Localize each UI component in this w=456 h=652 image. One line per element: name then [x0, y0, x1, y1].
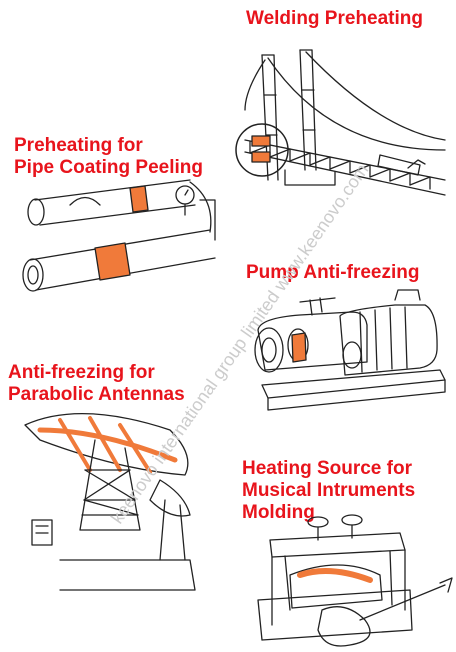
label-line: Musical Intruments — [242, 480, 416, 501]
label-line: Welding Preheating — [246, 8, 424, 29]
label-line: Preheating for — [14, 135, 143, 156]
label-line: Anti-freezing for — [8, 362, 155, 383]
label-line: Pipe Coating Peeling — [14, 157, 203, 178]
press-illustration — [257, 514, 453, 647]
label-line: Parabolic Antennas — [8, 384, 185, 405]
label-line: Pump Anti-freezing — [246, 262, 420, 283]
label-parabolic-antennas: Anti-freezing for Parabolic Antennas — [8, 362, 185, 406]
pump-illustration — [254, 289, 446, 411]
pipe-illustration — [22, 179, 216, 292]
label-musical-instruments-molding: Heating Source for Musical Intruments Mo… — [242, 458, 415, 524]
antenna-illustration — [24, 412, 196, 591]
label-pipe-coating-peeling: Preheating for Pipe Coating Peeling — [14, 135, 203, 179]
label-line: Heating Source for — [242, 458, 412, 479]
bridge-illustration — [235, 49, 446, 196]
label-pump-anti-freezing: Pump Anti-freezing — [246, 262, 419, 284]
label-welding-preheating: Welding Preheating — [246, 8, 423, 30]
label-line: Molding — [242, 502, 315, 523]
